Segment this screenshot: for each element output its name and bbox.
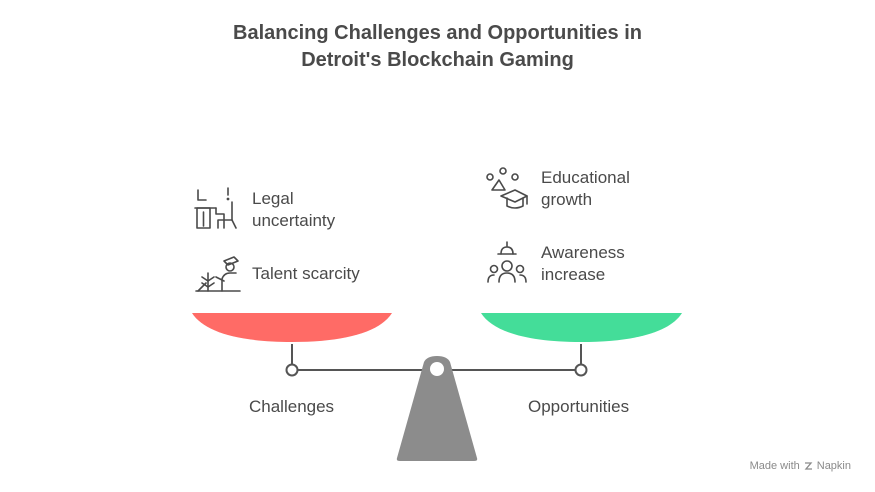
challenges-pan [192,313,392,342]
opportunity-item-education-line-1: Educational [541,168,630,187]
group-insight-icon [487,241,527,283]
challenge-item-legal-line-2: uncertainty [252,211,336,230]
napkin-logo-icon [804,462,813,470]
opportunity-item-awareness-line-1: Awareness [541,243,625,262]
opportunity-item-education-line-2: growth [541,190,593,209]
opportunity-item-awareness-line-2: increase [541,265,606,284]
challenge-item-talent: Talent scarcity [252,263,360,285]
opportunities-pan [481,313,682,342]
opportunities-label: Opportunities [528,397,630,416]
graduation-cap-icon [486,167,528,209]
fulcrum-pivot [430,362,444,376]
courtroom-icon [194,187,237,229]
challenge-item-legal-line-1: Legal [252,189,294,208]
opportunity-item-awareness: Awareness increase [541,242,625,286]
left-hinge [285,363,299,377]
challenge-item-talent-line-1: Talent scarcity [252,264,360,283]
fulcrum [396,356,478,461]
napkin-brand-text: Napkin [816,460,851,472]
made-with-text: Made with [749,460,800,472]
made-with-badge[interactable]: Made with Napkin [750,460,851,472]
opportunity-item-education: Educational growth [541,167,630,211]
challenges-label: Challenges [249,397,335,416]
farmer-icon [195,256,241,292]
diagram-title: Balancing Challenges and Opportunities i… [0,20,875,74]
right-hinge [574,363,588,377]
title-line-1: Balancing Challenges and Opportunities i… [233,22,642,44]
challenge-item-legal: Legal uncertainty [252,188,335,232]
title-line-2: Detroit's Blockchain Gaming [301,49,574,71]
